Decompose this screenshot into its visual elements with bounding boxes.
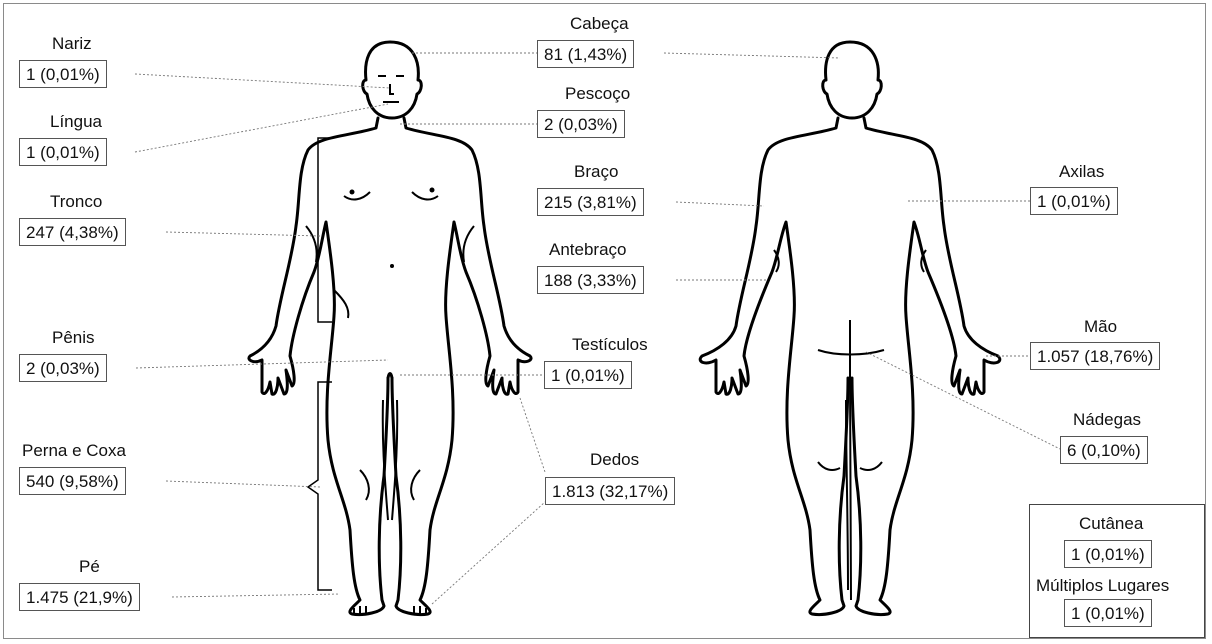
front-nipple-right <box>430 188 435 193</box>
value-braco: 215 (3,81%) <box>537 188 644 216</box>
value-cabeca: 81 (1,43%) <box>537 40 634 68</box>
front-chest-left <box>344 192 370 199</box>
back-head <box>823 42 882 118</box>
label-nariz: Nariz <box>52 34 92 54</box>
leader-braco <box>676 202 764 206</box>
front-navel <box>390 264 394 268</box>
front-knee-right <box>411 470 420 500</box>
front-body-figure <box>249 42 531 615</box>
label-tronco: Tronco <box>50 192 102 212</box>
label-axilas: Axilas <box>1059 162 1104 182</box>
front-arm-left <box>306 226 317 262</box>
value-penis: 2 (0,03%) <box>19 354 107 382</box>
leader-pe <box>172 594 340 597</box>
value-cutanea: 1 (0,01%) <box>1064 540 1152 568</box>
front-knee-left <box>360 470 369 500</box>
value-nadegas: 6 (0,10%) <box>1060 436 1148 464</box>
label-lingua: Língua <box>50 112 102 132</box>
value-tronco: 247 (4,38%) <box>19 218 126 246</box>
front-face <box>378 76 404 102</box>
label-dedos: Dedos <box>590 450 639 470</box>
back-knee-right <box>860 462 882 470</box>
value-mao: 1.057 (18,76%) <box>1030 342 1160 370</box>
back-knee-left <box>818 462 840 470</box>
leader-dedos-hand <box>520 398 545 472</box>
value-multiplos: 1 (0,01%) <box>1064 599 1152 627</box>
front-nipple-left <box>350 190 355 195</box>
label-mao: Mão <box>1084 317 1117 337</box>
leader-tronco <box>166 232 320 236</box>
front-arm-right <box>463 226 474 262</box>
label-nadegas: Nádegas <box>1073 410 1141 430</box>
back-right-outline <box>852 118 1000 615</box>
back-left-outline <box>700 118 848 615</box>
label-pescoco: Pescoço <box>565 84 630 104</box>
front-chest-right <box>412 192 438 199</box>
label-penis: Pênis <box>52 328 95 348</box>
label-perna: Perna e Coxa <box>22 441 126 461</box>
label-antebraco: Antebraço <box>549 240 627 260</box>
leader-nariz <box>135 74 390 88</box>
value-testiculos: 1 (0,01%) <box>544 361 632 389</box>
back-spine <box>850 320 851 600</box>
front-hip-left <box>334 290 348 318</box>
value-antebraco: 188 (3,33%) <box>537 266 644 294</box>
label-braco: Braço <box>574 162 618 182</box>
value-perna: 540 (9,58%) <box>19 467 126 495</box>
back-body-details <box>774 250 926 600</box>
value-pe: 1.475 (21,9%) <box>19 583 140 611</box>
leader-lingua <box>135 104 388 152</box>
value-nariz: 1 (0,01%) <box>19 60 107 88</box>
value-dedos: 1.813 (32,17%) <box>545 477 675 505</box>
value-axilas: 1 (0,01%) <box>1030 187 1118 215</box>
leader-dedos-foot <box>432 502 545 604</box>
value-pescoco: 2 (0,03%) <box>537 110 625 138</box>
label-testiculos: Testículos <box>572 335 648 355</box>
label-multiplos: Múltiplos Lugares <box>1036 576 1169 596</box>
label-cutanea: Cutânea <box>1079 514 1143 534</box>
label-cabeca: Cabeça <box>570 14 629 34</box>
value-lingua: 1 (0,01%) <box>19 138 107 166</box>
front-crotch <box>388 374 392 379</box>
leader-perna <box>166 481 320 487</box>
leader-cabeca-back <box>664 53 840 58</box>
label-pe: Pé <box>79 557 100 577</box>
